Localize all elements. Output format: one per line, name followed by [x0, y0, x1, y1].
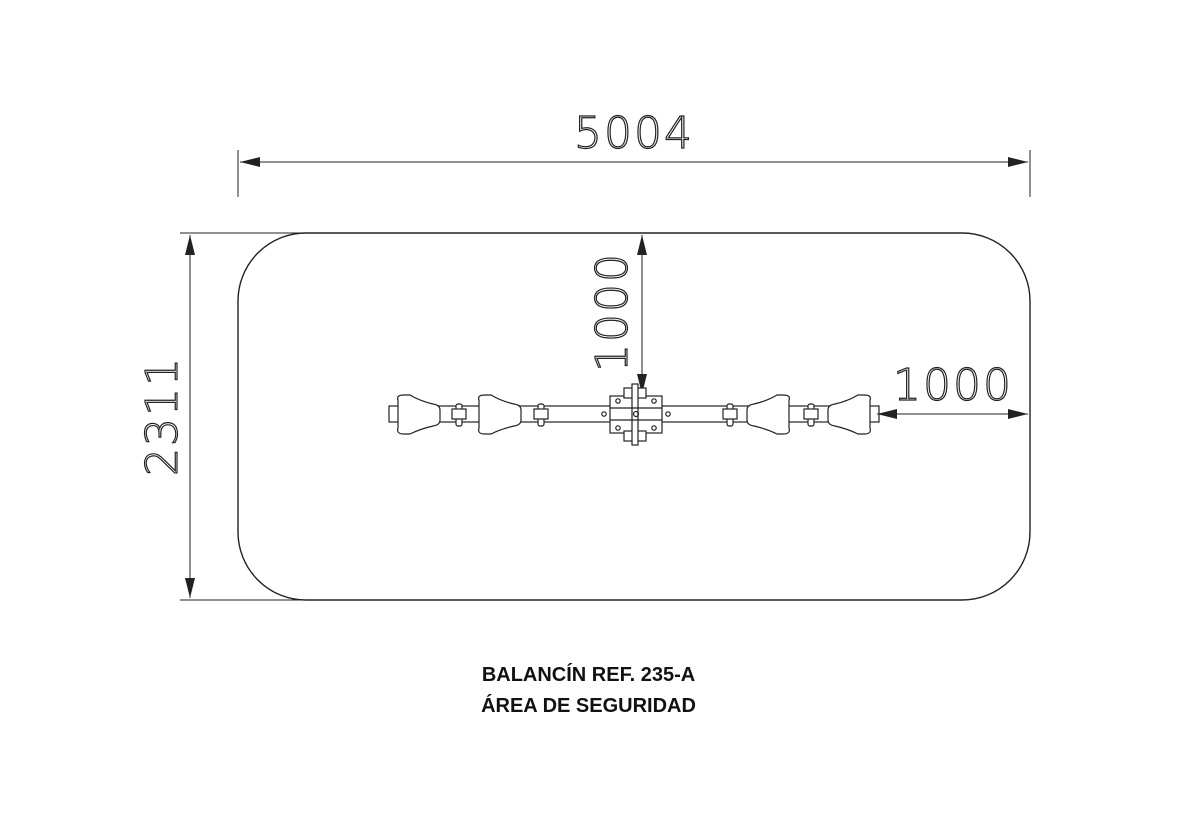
- end-clearance-label: 1000: [893, 360, 1013, 411]
- length-dimension: 5004: [237, 107, 1031, 197]
- handle-left-outer: [451, 403, 467, 427]
- central-pivot: [601, 383, 671, 446]
- width-dimension: 2311: [136, 232, 305, 601]
- handle-right-inner: [722, 403, 738, 427]
- side-clearance-dimension: 1000: [586, 235, 647, 394]
- width-label: 2311: [137, 356, 188, 476]
- seat-right-inner: [746, 394, 790, 435]
- end-clearance-dimension: 1000: [877, 359, 1028, 419]
- caption-title: BALANCÍN REF. 235-A: [481, 664, 696, 686]
- handle-left-inner: [533, 403, 549, 427]
- seesaw-equipment: [388, 383, 880, 446]
- seat-right-outer: [827, 394, 871, 435]
- seat-left-outer: [397, 394, 441, 435]
- caption-subtitle: ÁREA DE SEGURIDAD: [481, 695, 696, 717]
- seat-left-inner: [478, 394, 522, 435]
- side-clearance-label: 1000: [587, 252, 638, 372]
- safety-area-outline: [237, 232, 1031, 601]
- handle-right-outer: [803, 403, 819, 427]
- length-label: 5004: [574, 108, 694, 159]
